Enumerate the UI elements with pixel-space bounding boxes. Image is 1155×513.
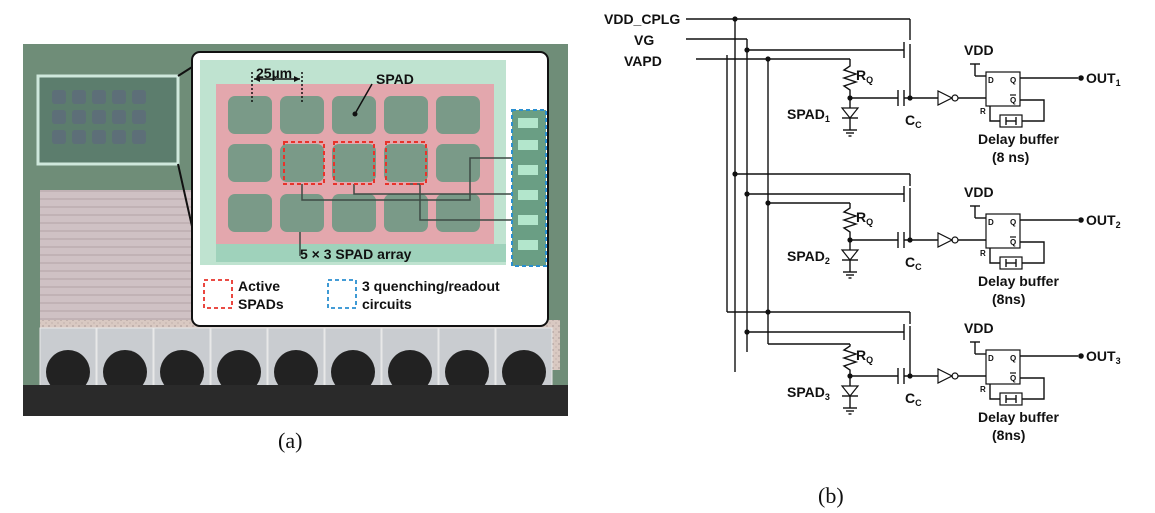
- ff-q-pin-3: Q: [1010, 354, 1016, 363]
- delay-value-3: (8ns): [992, 427, 1025, 443]
- ff-qbar-pin-1: Q: [1010, 96, 1016, 105]
- spad-pointer-dot: [352, 111, 358, 117]
- input-label-vdd-cplg: VDD_CPLG: [604, 11, 680, 27]
- quench-circuit-blocks: [518, 118, 538, 250]
- panel-b-schematic: VDD_CPLG VG VAPD: [604, 11, 1121, 508]
- rq-resistor-1: [841, 59, 859, 98]
- out-label-2: OUT2: [1086, 212, 1121, 230]
- ff-r-pin-3: R: [980, 385, 986, 394]
- flip-flop-3: [985, 349, 1021, 385]
- ff-d-pin-2: D: [988, 218, 994, 227]
- vdd-label-3: VDD: [964, 320, 994, 336]
- input-label-vg: VG: [634, 32, 654, 48]
- bond-wires: [23, 350, 568, 416]
- inverter-1: [937, 90, 954, 106]
- channel-2: D Q Q R RQ CC SPAD2 VDD OUT2 Delay buffe…: [732, 171, 1121, 307]
- ff-qbar-pin-2: Q: [1010, 238, 1016, 247]
- ff-q-pin-2: Q: [1010, 218, 1016, 227]
- cc-label-1: CC: [905, 112, 922, 130]
- cc-label-2: CC: [905, 254, 922, 272]
- inverter-2: [937, 232, 954, 248]
- node-vapd-top: [765, 56, 771, 62]
- ff-qbar-pin-3: Q: [1010, 374, 1016, 383]
- delay-value-2: (8ns): [992, 291, 1025, 307]
- delay-label-2: Delay buffer: [978, 273, 1059, 289]
- legend-active-swatch: [203, 279, 233, 309]
- legend-active-label-line2: SPADs: [238, 296, 284, 312]
- vdd-label-1: VDD: [964, 42, 994, 58]
- spad-label-2: SPAD2: [787, 248, 830, 266]
- spad-label: SPAD: [376, 71, 414, 87]
- out-label-1: OUT1: [1086, 70, 1121, 88]
- pitch-label: 25µm: [256, 65, 292, 81]
- flip-flop-2: [985, 213, 1021, 249]
- node-vdd-cplg-top: [732, 16, 738, 22]
- rq-resistor-2: [841, 203, 859, 240]
- caption-b: (b): [818, 483, 844, 508]
- rq-label-1: RQ: [856, 67, 873, 85]
- delay-label-3: Delay buffer: [978, 409, 1059, 425]
- rq-label-3: RQ: [856, 347, 873, 365]
- array-label: 5 × 3 SPAD array: [300, 246, 412, 262]
- quench-circuit-marker: [511, 109, 547, 267]
- inverter-3: [937, 368, 954, 384]
- small-array-cells: [52, 90, 146, 144]
- inset-spad-cells: [228, 96, 480, 232]
- vdd-label-2: VDD: [964, 184, 994, 200]
- rq-resistor-3: [841, 344, 859, 376]
- array-caption-bar: [216, 244, 506, 262]
- ff-d-pin-3: D: [988, 354, 994, 363]
- legend-quench-label-line1: 3 quenching/readout: [362, 278, 500, 294]
- ff-r-pin-1: R: [980, 107, 986, 116]
- legend-quench-label-line2: circuits: [362, 296, 412, 312]
- panel-a-micrograph: 25µm SPAD 5 × 3 SPAD array Active SPADs …: [23, 44, 568, 453]
- ff-d-pin-1: D: [988, 76, 994, 85]
- spad-diode-1: [840, 107, 860, 119]
- flip-flop-1: [985, 71, 1021, 107]
- ff-r-pin-2: R: [980, 249, 986, 258]
- legend-active-label-line1: Active: [238, 278, 280, 294]
- ff-q-pin-1: Q: [1010, 76, 1016, 85]
- caption-a: (a): [278, 428, 302, 453]
- spad-label-1: SPAD1: [787, 106, 830, 124]
- out-label-3: OUT3: [1086, 348, 1121, 366]
- channel-1: D Q Q R RQ CC SPAD1 VDD OUT1 Delay buffe…: [744, 19, 1121, 165]
- delay-value-1: (8 ns): [992, 149, 1029, 165]
- cc-label-3: CC: [905, 390, 922, 408]
- delay-label-1: Delay buffer: [978, 131, 1059, 147]
- spad-diode-2: [840, 249, 860, 261]
- spad-label-3: SPAD3: [787, 384, 830, 402]
- channel-3: D Q Q R RQ CC SPAD3 VDD OUT3 Delay buffe…: [727, 309, 1121, 443]
- legend-quench-swatch: [327, 279, 357, 309]
- active-spad-markers: [283, 141, 427, 185]
- spad-diode-3: [840, 385, 860, 397]
- input-label-vapd: VAPD: [624, 53, 662, 69]
- spad-pointer: [355, 83, 373, 113]
- pitch-annotation: [251, 72, 303, 104]
- rq-label-2: RQ: [856, 209, 873, 227]
